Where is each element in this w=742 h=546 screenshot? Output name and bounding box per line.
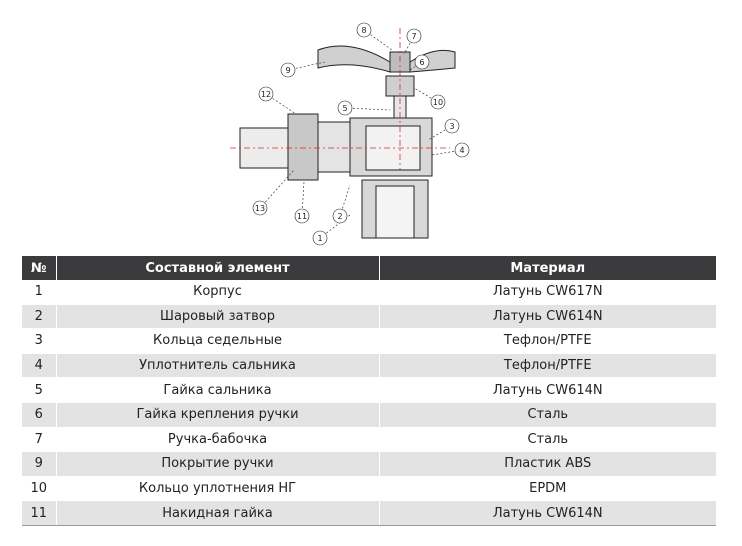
callout-bubble — [312, 230, 328, 246]
row-element: Покрытие ручки — [56, 451, 380, 477]
row-number: 4 — [22, 353, 57, 379]
row-element: Корпус — [56, 280, 380, 305]
callout-number: 3 — [449, 122, 454, 131]
callout-number: 2 — [337, 212, 342, 221]
row-element: Гайка крепления ручки — [56, 402, 380, 428]
table-row: 4 Уплотнитель сальника Тефлон/PTFE — [22, 353, 716, 379]
row-element: Кольцо уплотнения НГ — [56, 476, 380, 502]
callout-number: 5 — [342, 104, 347, 113]
row-number: 2 — [22, 304, 57, 330]
row-element: Шаровый затвор — [56, 304, 380, 330]
callout-bubble — [280, 62, 296, 78]
row-number: 9 — [22, 451, 57, 477]
table-row: 5 Гайка сальника Латунь CW614N — [22, 377, 716, 403]
callout-bubble — [252, 200, 268, 216]
callout-bubble — [414, 54, 430, 70]
callout-number: 7 — [411, 32, 416, 41]
row-element: Ручка-бабочка — [56, 427, 380, 453]
callout-bubble — [294, 208, 310, 224]
callout-number: 1 — [317, 234, 322, 243]
row-material: Тефлон/PTFE — [379, 328, 716, 354]
row-material: Латунь CW614N — [379, 304, 716, 330]
table-header-row: № Составной элемент Материал — [22, 256, 716, 280]
row-number: 5 — [22, 377, 57, 403]
callout-bubble — [258, 86, 274, 102]
row-number: 10 — [22, 476, 57, 502]
materials-table: № Составной элемент Материал 1 Корпус Ла… — [22, 256, 716, 526]
row-material: Пластик ABS — [379, 451, 716, 477]
callout-bubble — [332, 208, 348, 224]
table-row: 9 Покрытие ручки Пластик ABS — [22, 451, 716, 477]
callout-number: 10 — [433, 98, 443, 107]
header-number: № — [22, 256, 57, 280]
callout-number: 4 — [459, 146, 464, 155]
header-element: Составной элемент — [56, 256, 380, 280]
row-element: Кольца седельные — [56, 328, 380, 354]
callout-number: 9 — [285, 66, 290, 75]
callout-bubble — [406, 28, 422, 44]
table-row: 1 Корпус Латунь CW617N — [22, 280, 716, 305]
row-material: Тефлон/PTFE — [379, 353, 716, 379]
table-row: 10 Кольцо уплотнения НГ EPDM — [22, 476, 716, 502]
table-row: 6 Гайка крепления ручки Сталь — [22, 402, 716, 428]
callout-leader — [259, 169, 295, 209]
header-material: Материал — [379, 256, 716, 280]
row-number: 1 — [22, 280, 57, 305]
callout-number: 12 — [261, 90, 271, 99]
callout-bubble — [356, 22, 372, 38]
row-number: 11 — [22, 500, 57, 526]
row-element: Гайка сальника — [56, 377, 380, 403]
callout-number: 11 — [297, 212, 307, 221]
callout-bubble — [337, 100, 353, 116]
bottom-outlet-bore — [375, 185, 415, 239]
row-number: 7 — [22, 427, 57, 453]
table-row: 11 Накидная гайка Латунь CW614N — [22, 500, 716, 526]
callout-leader — [409, 61, 423, 71]
row-material: Латунь CW614N — [379, 377, 716, 403]
row-material: Сталь — [379, 427, 716, 453]
callout-bubble — [444, 118, 460, 134]
row-material: Латунь CW614N — [379, 500, 716, 526]
callout-bubble — [454, 142, 470, 158]
row-material: EPDM — [379, 476, 716, 502]
row-element: Накидная гайка — [56, 500, 380, 526]
callout-bubble — [430, 94, 446, 110]
callout-number: 6 — [419, 58, 424, 67]
table-row: 7 Ручка-бабочка Сталь — [22, 427, 716, 453]
callout-number: 8 — [361, 26, 366, 35]
union-nut — [287, 113, 319, 181]
row-number: 3 — [22, 328, 57, 354]
callout-leader — [344, 107, 391, 111]
row-material: Сталь — [379, 402, 716, 428]
callout-number: 13 — [255, 204, 265, 213]
tail-piece — [317, 121, 351, 173]
butterfly-handle — [317, 45, 391, 73]
row-element: Уплотнитель сальника — [56, 353, 380, 379]
row-number: 6 — [22, 402, 57, 428]
row-material: Латунь CW617N — [379, 280, 716, 305]
table-row: 3 Кольца седельные Тефлон/PTFE — [22, 328, 716, 354]
table-row: 2 Шаровый затвор Латунь CW614N — [22, 304, 716, 330]
callout-leader — [403, 35, 415, 55]
